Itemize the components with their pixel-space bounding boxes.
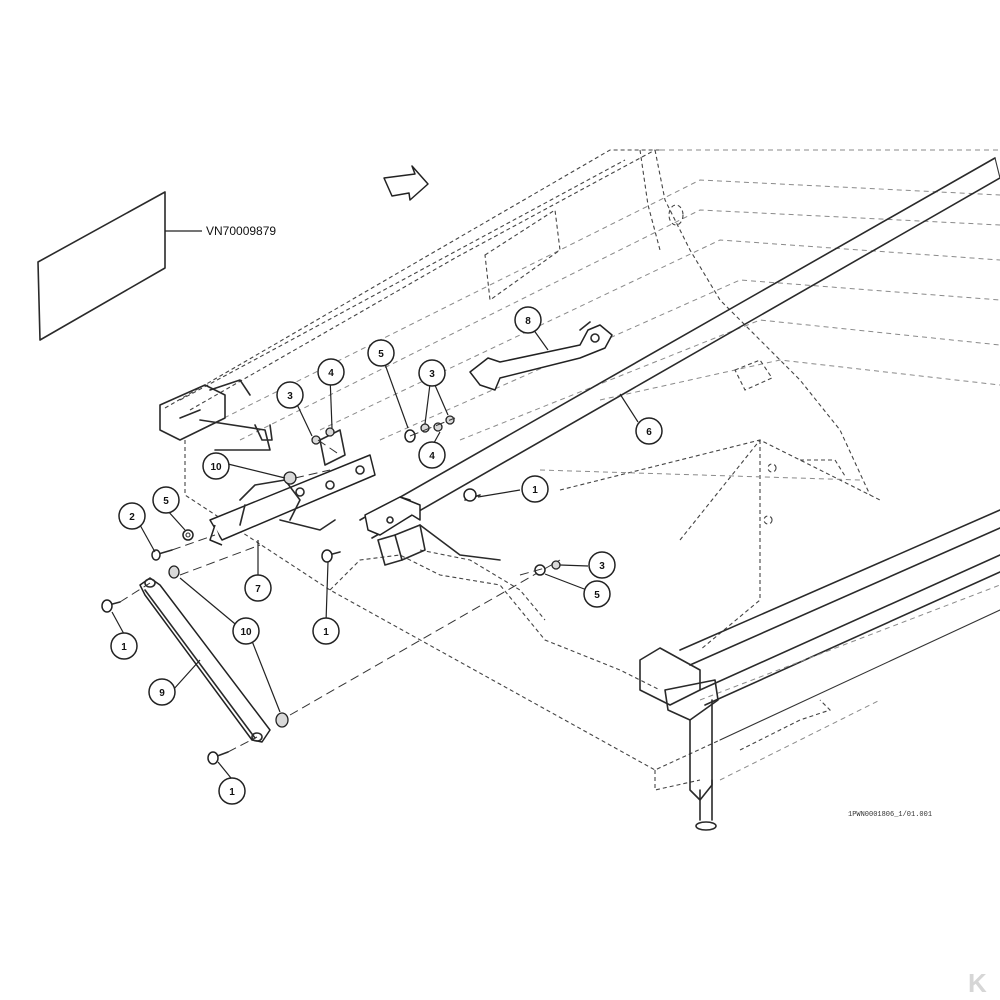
callout-5: 5 xyxy=(583,580,611,608)
svg-text:1: 1 xyxy=(532,485,538,496)
corner-logo: K xyxy=(968,968,987,998)
svg-text:3: 3 xyxy=(287,391,293,402)
svg-text:8: 8 xyxy=(525,316,531,327)
svg-text:3: 3 xyxy=(429,369,435,380)
svg-text:5: 5 xyxy=(378,349,384,360)
callout-9: 9 xyxy=(148,678,176,706)
main-shaft xyxy=(289,157,1000,716)
svg-text:4: 4 xyxy=(429,451,435,462)
callout-5: 5 xyxy=(152,486,180,514)
svg-text:1: 1 xyxy=(121,642,127,653)
callout-7: 7 xyxy=(244,574,272,602)
callout-1: 1 xyxy=(521,475,549,503)
callout-1: 1 xyxy=(110,632,138,660)
svg-text:10: 10 xyxy=(210,462,222,473)
lever-part-8 xyxy=(469,321,613,391)
svg-text:6: 6 xyxy=(646,427,652,438)
callout-6: 6 xyxy=(635,417,663,445)
decal-plate xyxy=(37,191,166,341)
svg-text:5: 5 xyxy=(594,590,600,601)
callout-5: 5 xyxy=(367,339,395,367)
svg-text:5: 5 xyxy=(163,496,169,507)
reference-label: VN70009879 xyxy=(206,224,276,238)
callout-1: 1 xyxy=(312,617,340,645)
link-arm-part-9 xyxy=(139,577,271,743)
callout-3: 3 xyxy=(588,551,616,579)
callout-4: 4 xyxy=(317,358,345,386)
fasteners xyxy=(101,415,561,765)
shaft-bearing-bracket xyxy=(364,496,501,566)
callout-1: 1 xyxy=(218,777,246,805)
svg-text:9: 9 xyxy=(159,688,165,699)
callout-3: 3 xyxy=(418,359,446,387)
svg-text:10: 10 xyxy=(240,627,252,638)
svg-text:1: 1 xyxy=(229,787,235,798)
center-bracket-assembly xyxy=(209,429,376,546)
callout-10: 10 xyxy=(232,617,260,645)
callout-3: 3 xyxy=(276,381,304,409)
direction-arrow-icon xyxy=(383,165,429,201)
hopper-frame xyxy=(164,149,1000,831)
svg-text:3: 3 xyxy=(599,561,605,572)
svg-text:1: 1 xyxy=(323,627,329,638)
svg-text:2: 2 xyxy=(129,512,135,523)
callouts: 1 1 1 1 2 3 3 3 xyxy=(110,306,663,805)
drawing-code: 1PWN0001806_1/01.001 xyxy=(848,811,932,819)
svg-text:4: 4 xyxy=(328,368,334,379)
svg-text:7: 7 xyxy=(255,584,261,595)
callout-2: 2 xyxy=(118,502,146,530)
callout-4: 4 xyxy=(418,441,446,469)
callout-8: 8 xyxy=(514,306,542,334)
callout-10: 10 xyxy=(202,452,230,480)
rear-left-bracket xyxy=(159,379,273,451)
